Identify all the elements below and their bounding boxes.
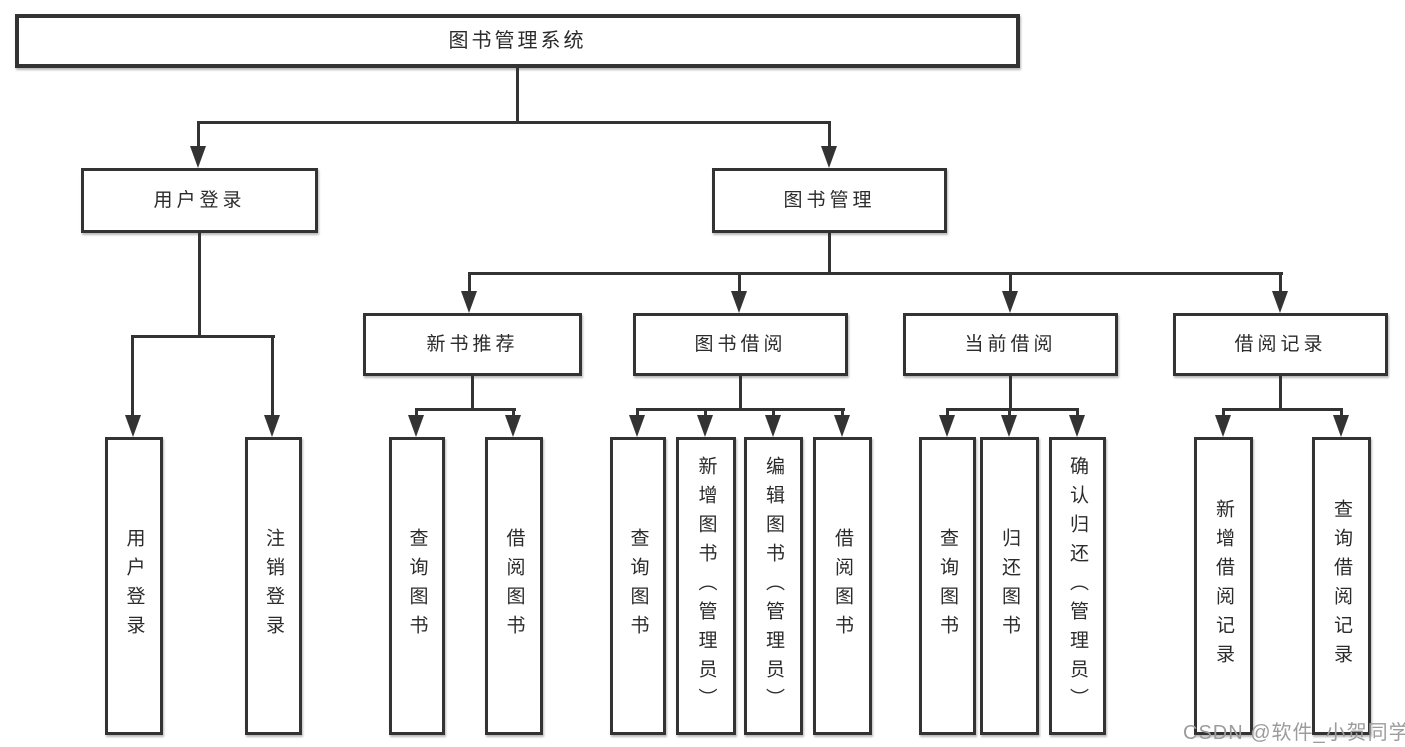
connector-line bbox=[828, 121, 831, 149]
connector-line bbox=[946, 408, 1079, 411]
node-label: 图书管理系统 bbox=[448, 30, 587, 52]
connector-line bbox=[946, 408, 949, 418]
leaf-query-books-current: 查询图书 bbox=[919, 437, 976, 735]
leaf-label: 编辑图书（管理员） bbox=[763, 455, 784, 717]
node-root-library-system: 图书管理系统 bbox=[15, 14, 1020, 68]
arrow-down-icon bbox=[1001, 415, 1017, 437]
node-book-borrowing: 图书借阅 bbox=[633, 313, 848, 376]
node-label: 用户登录 bbox=[153, 190, 246, 211]
connector-line bbox=[636, 408, 639, 418]
connector-line bbox=[1009, 272, 1012, 294]
connector-line bbox=[739, 374, 742, 411]
arrow-down-icon bbox=[505, 415, 521, 437]
arrow-down-icon bbox=[1002, 291, 1018, 313]
node-label: 借阅记录 bbox=[1234, 334, 1327, 355]
connector-line bbox=[198, 231, 201, 335]
leaf-borrow-books-borrowing: 借阅图书 bbox=[813, 437, 872, 735]
connector-line bbox=[738, 272, 741, 294]
connector-line bbox=[131, 335, 275, 338]
leaf-label: 确认归还（管理员） bbox=[1067, 455, 1088, 717]
leaf-confirm-return-admin: 确认归还（管理员） bbox=[1049, 437, 1106, 735]
connector-line bbox=[1009, 374, 1012, 411]
connector-line bbox=[271, 335, 274, 419]
node-current-borrowing: 当前借阅 bbox=[903, 313, 1118, 376]
arrow-down-icon bbox=[408, 415, 424, 437]
leaf-label: 查询图书 bbox=[937, 528, 958, 644]
connector-line bbox=[468, 272, 471, 294]
arrow-down-icon bbox=[697, 415, 713, 437]
leaf-return-books: 归还图书 bbox=[980, 437, 1039, 735]
leaf-label: 归还图书 bbox=[999, 528, 1020, 644]
leaf-label: 注销登录 bbox=[263, 528, 284, 644]
node-label: 当前借阅 bbox=[964, 334, 1057, 355]
connector-line bbox=[1222, 408, 1225, 418]
arrow-down-icon bbox=[765, 415, 781, 437]
arrow-down-icon bbox=[1272, 291, 1288, 313]
leaf-query-books-recommend: 查询图书 bbox=[389, 437, 445, 735]
arrow-down-icon bbox=[834, 415, 850, 437]
connector-line bbox=[1279, 374, 1282, 411]
leaf-label: 新增图书（管理员） bbox=[695, 455, 717, 717]
leaf-add-book-admin: 新增图书（管理员） bbox=[676, 437, 736, 735]
connector-line bbox=[197, 121, 200, 149]
node-label: 新书推荐 bbox=[426, 334, 519, 355]
leaf-add-borrow-record: 新增借阅记录 bbox=[1194, 437, 1253, 735]
node-book-management: 图书管理 bbox=[712, 168, 947, 233]
node-label: 图书借阅 bbox=[694, 334, 787, 355]
connector-line bbox=[704, 408, 707, 418]
node-user-login: 用户登录 bbox=[81, 168, 318, 233]
arrow-down-icon bbox=[939, 415, 955, 437]
leaf-label: 借阅图书 bbox=[832, 528, 853, 644]
leaf-label: 查询图书 bbox=[627, 528, 649, 644]
connector-line bbox=[415, 408, 516, 411]
node-new-book-recommend: 新书推荐 bbox=[363, 313, 582, 376]
arrow-down-icon bbox=[1215, 415, 1231, 437]
node-label: 图书管理 bbox=[783, 190, 876, 211]
leaf-label: 查询图书 bbox=[406, 528, 428, 644]
connector-line bbox=[197, 121, 831, 124]
arrow-down-icon bbox=[264, 415, 280, 437]
connector-line bbox=[131, 335, 134, 419]
leaf-query-borrow-record: 查询借阅记录 bbox=[1312, 437, 1371, 735]
leaf-query-books-borrowing: 查询图书 bbox=[610, 437, 666, 735]
leaf-borrow-books-recommend: 借阅图书 bbox=[485, 437, 543, 735]
connector-line bbox=[471, 374, 474, 411]
connector-line bbox=[468, 272, 1283, 275]
connector-line bbox=[772, 408, 775, 418]
connector-line bbox=[1008, 408, 1011, 418]
leaf-label: 查询借阅记录 bbox=[1331, 499, 1352, 673]
arrow-down-icon bbox=[1333, 415, 1349, 437]
node-borrowing-records: 借阅记录 bbox=[1173, 313, 1388, 376]
arrow-down-icon bbox=[190, 146, 206, 168]
arrow-down-icon bbox=[629, 415, 645, 437]
connector-line bbox=[516, 66, 519, 122]
connector-line bbox=[841, 408, 844, 418]
csdn-watermark: CSDN @软件_小贺同学 bbox=[1183, 722, 1405, 744]
connector-line bbox=[1279, 272, 1282, 294]
leaf-logout: 注销登录 bbox=[245, 437, 302, 735]
connector-line bbox=[828, 231, 831, 275]
arrow-down-icon bbox=[1069, 415, 1085, 437]
connector-line bbox=[1222, 408, 1343, 411]
leaf-edit-book-admin: 编辑图书（管理员） bbox=[744, 437, 803, 735]
connector-line bbox=[1076, 408, 1079, 418]
arrow-down-icon bbox=[461, 291, 477, 313]
arrow-down-icon bbox=[731, 291, 747, 313]
leaf-user-login: 用户登录 bbox=[105, 437, 163, 735]
leaf-label: 用户登录 bbox=[123, 528, 145, 644]
leaf-label: 新增借阅记录 bbox=[1213, 499, 1234, 673]
connector-line bbox=[636, 408, 845, 411]
connector-line bbox=[512, 408, 515, 418]
leaf-label: 借阅图书 bbox=[503, 528, 525, 644]
connector-line bbox=[1340, 408, 1343, 418]
connector-line bbox=[415, 408, 418, 418]
arrow-down-icon bbox=[821, 146, 837, 168]
arrow-down-icon bbox=[125, 415, 141, 437]
